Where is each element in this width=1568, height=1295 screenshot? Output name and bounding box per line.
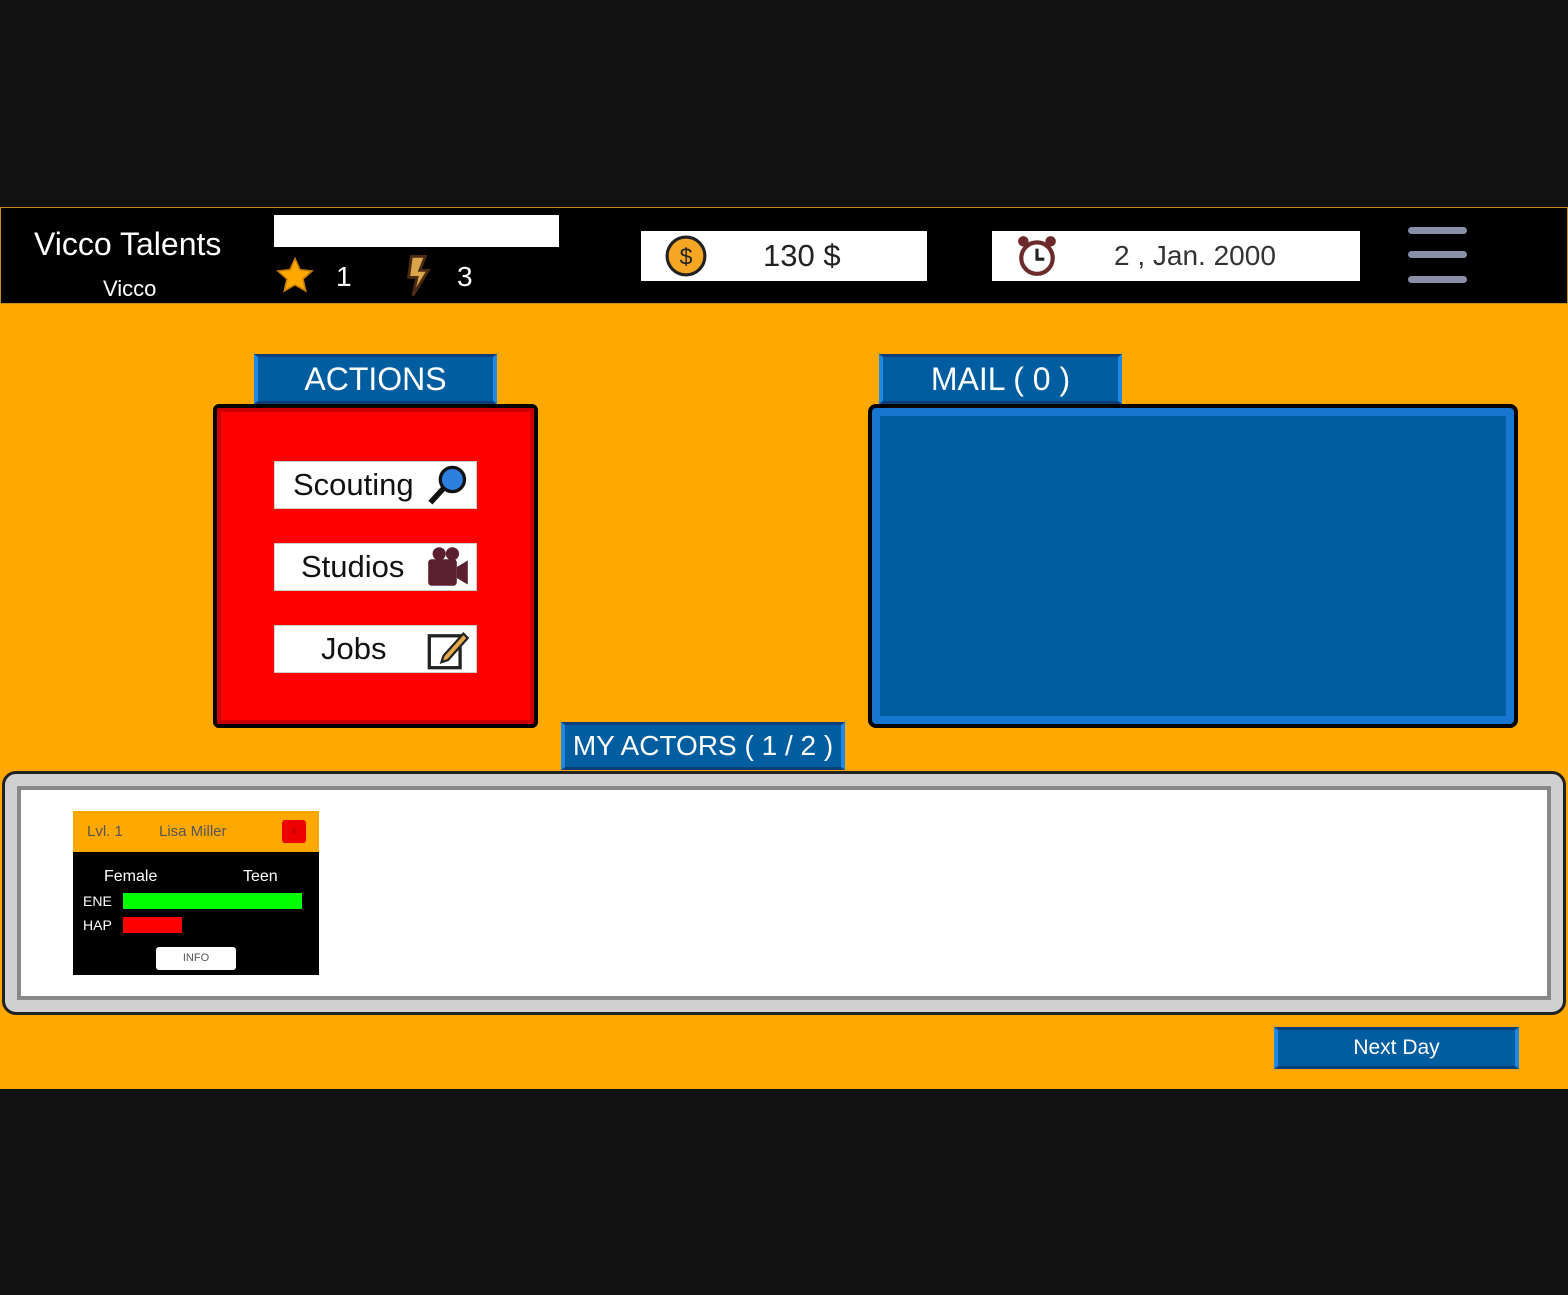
money-value: 130 $ — [763, 238, 841, 273]
camera-icon — [428, 547, 468, 586]
studios-button[interactable]: Studios — [274, 543, 477, 591]
date-display: 2 , Jan. 2000 — [992, 231, 1360, 281]
actors-header: MY ACTORS ( 1 / 2 ) — [561, 722, 845, 770]
energy-icon — [407, 255, 431, 297]
edit-icon — [427, 632, 470, 670]
ene-label: ENE — [83, 893, 112, 909]
player-name: Vicco — [103, 276, 157, 301]
remove-actor-button[interactable]: x — [282, 820, 306, 843]
svg-text:$: $ — [680, 243, 693, 269]
money-display: $ 130 $ — [641, 231, 927, 281]
actor-card[interactable]: Lvl. 1 Lisa Miller x Female Teen ENE HAP… — [73, 811, 319, 975]
info-button[interactable]: INFO — [156, 947, 236, 970]
energy-count: 3 — [457, 261, 473, 292]
actor-gender: Female — [104, 868, 158, 885]
mail-header: MAIL ( 0 ) — [879, 354, 1122, 404]
coin-icon: $ — [665, 235, 707, 277]
ene-bar — [123, 893, 302, 909]
actor-name: Lisa Miller — [159, 823, 227, 840]
actor-age: Teen — [243, 868, 278, 885]
mail-panel[interactable] — [868, 404, 1518, 728]
actions-header: ACTIONS — [254, 354, 497, 404]
jobs-label: Jobs — [321, 631, 387, 666]
actor-level: Lvl. 1 — [87, 823, 123, 840]
menu-icon-line[interactable] — [1408, 251, 1467, 258]
studios-label: Studios — [301, 549, 405, 584]
menu-icon[interactable] — [1408, 227, 1467, 234]
scouting-label: Scouting — [293, 467, 414, 502]
magnifier-icon — [428, 465, 467, 505]
scouting-button[interactable]: Scouting — [274, 461, 477, 509]
agency-title: Vicco Talents — [34, 226, 222, 262]
stars-count: 1 — [336, 261, 352, 292]
ene-fill — [123, 893, 302, 909]
hap-fill — [123, 917, 183, 933]
hap-bar — [123, 917, 302, 933]
jobs-button[interactable]: Jobs — [274, 625, 477, 673]
xp-bar — [274, 215, 559, 247]
alarm-clock-icon — [1018, 236, 1056, 276]
next-day-button[interactable]: Next Day — [1274, 1027, 1519, 1069]
hap-label: HAP — [83, 917, 112, 933]
menu-icon-line[interactable] — [1408, 276, 1467, 283]
date-value: 2 , Jan. 2000 — [1114, 240, 1276, 271]
star-icon — [276, 257, 314, 293]
actions-panel — [213, 404, 538, 728]
